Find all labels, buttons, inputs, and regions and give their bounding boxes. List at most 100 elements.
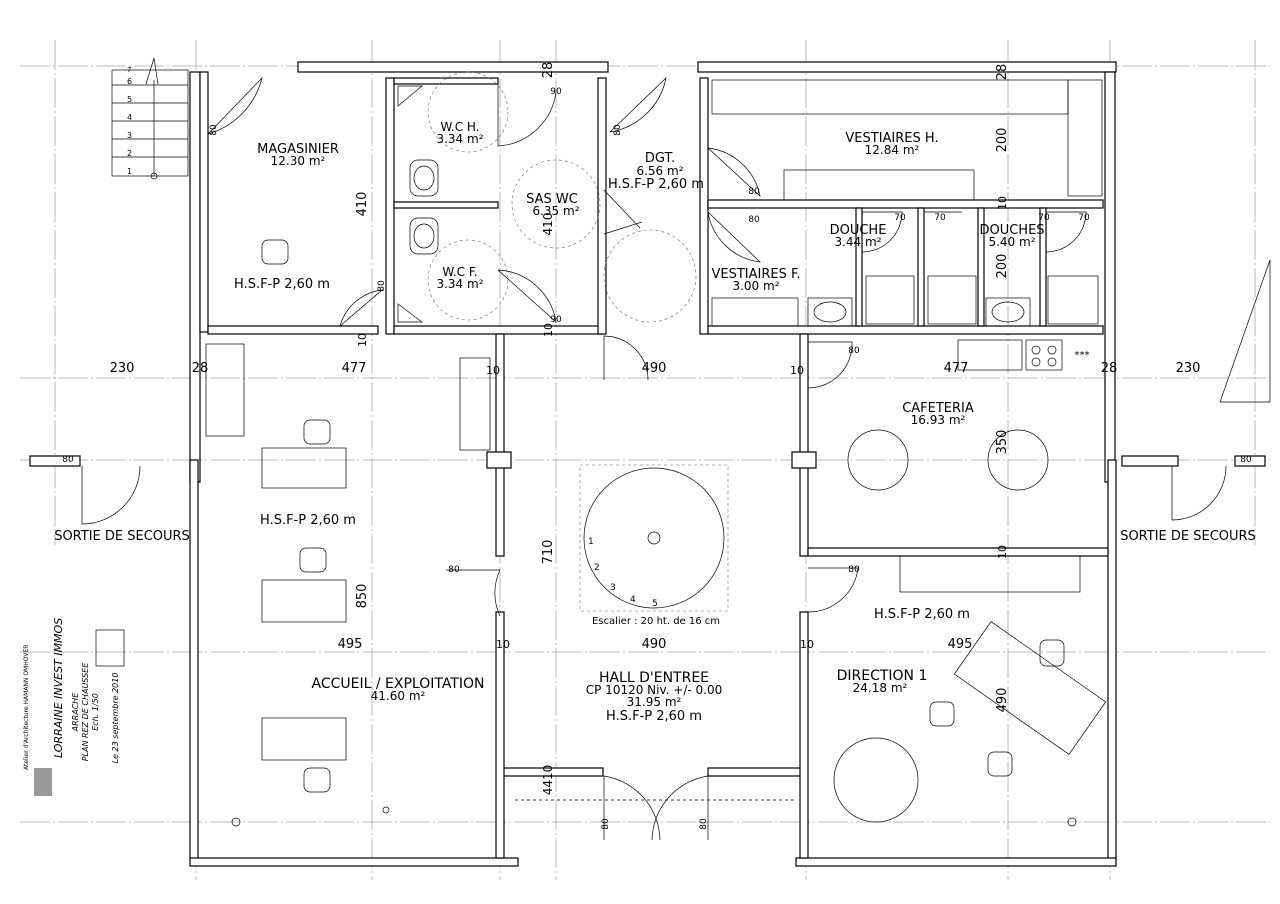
dim-v-4: 10 — [542, 323, 555, 337]
dim-v-1: 410 — [355, 192, 370, 217]
dim-v-6: 850 — [355, 584, 370, 609]
door-dim-80-i: 80 — [62, 455, 74, 465]
spiral-step-2: 2 — [594, 563, 600, 573]
dim-v-12: 350 — [995, 430, 1010, 455]
clearance-circles — [427, 71, 697, 323]
wc-f-name: W.C F. — [442, 265, 477, 279]
douches-name: DOUCHES — [979, 223, 1044, 238]
dim-row1-8: 230 — [1176, 361, 1201, 376]
dim-v-3: 410 — [541, 213, 555, 236]
door-dim-80-j: 80 — [1240, 455, 1252, 465]
dim-v-11: 200 — [995, 254, 1010, 279]
door-dim-80-a: 80 — [209, 124, 219, 136]
door-dim-90-a: 90 — [550, 87, 562, 97]
dim-row1-2: 477 — [342, 361, 367, 376]
furniture — [205, 239, 1107, 823]
titleblock-project: ARRACHE — [71, 692, 80, 733]
titleblock-company: Atelier d'Architecture HAMANN OMHOVER — [23, 645, 30, 770]
dim-row2-4: 495 — [948, 637, 973, 652]
dim-row1-3: 10 — [486, 364, 500, 377]
door-dim-80-c: 80 — [613, 124, 623, 136]
door-dim-80-e: 80 — [748, 215, 760, 225]
dim-v-5: 710 — [541, 540, 556, 565]
magasinier-hsfp: H.S.F-P 2,60 m — [234, 277, 330, 292]
magasinier-area: 12.30 m² — [271, 154, 326, 168]
spiral-step-4: 4 — [630, 595, 636, 605]
accueil-area: 41.60 m² — [371, 689, 426, 703]
douche-area: 3.44 m² — [834, 235, 881, 249]
wc-h-area: 3.34 m² — [436, 132, 483, 146]
douches-area: 5.40 m² — [988, 235, 1035, 249]
stair-step-4: 4 — [127, 113, 132, 122]
dim-row2-0: 495 — [338, 637, 363, 652]
exterior-stair: 1 2 3 4 5 6 7 — [111, 57, 189, 180]
spiral-step-1: 1 — [588, 537, 594, 547]
titleblock-drawing: PLAN REZ DE CHAUSSEE — [81, 662, 90, 762]
title-block: Atelier d'Architecture HAMANN OMHOVER LO… — [23, 618, 125, 796]
wc-f-area: 3.34 m² — [436, 277, 483, 291]
door-dim-80-h: 80 — [848, 565, 860, 575]
dim-v-9: 200 — [995, 128, 1010, 153]
direction-hsfp: H.S.F-P 2,60 m — [874, 607, 970, 622]
spiral-step-3: 3 — [610, 583, 616, 593]
vestiaires-h-name: VESTIAIRES H. — [845, 131, 938, 146]
door-dim-80-d: 80 — [748, 187, 760, 197]
dim-row2-3: 10 — [800, 638, 814, 651]
titleblock-date: Le 23 septembre 2010 — [111, 673, 120, 764]
stair-step-7: 7 — [127, 66, 131, 74]
dgt-name: DGT. — [645, 151, 675, 166]
interior-walls — [199, 71, 1109, 859]
door-dim-80-l: 80 — [699, 818, 709, 830]
dim-row1-1: 28 — [192, 361, 209, 376]
dim-row1-7: 28 — [1101, 361, 1118, 376]
room-labels: MAGASINIER 12.30 m² H.S.F-P 2,60 m W.C H… — [54, 120, 1256, 724]
titleblock-scale: Ech. 1/50 — [91, 693, 100, 731]
dim-v-10: 10 — [996, 196, 1009, 210]
vestiaires-f-name: VESTIAIRES F. — [711, 267, 800, 282]
spiral-staircase: 1 2 3 4 5 — [579, 464, 729, 612]
door-dim-70-d: 70 — [1078, 213, 1090, 223]
accueil-hsfp-1: H.S.F-P 2,60 m — [260, 513, 356, 528]
dim-row1-6: 477 — [944, 361, 969, 376]
stair-step-6: 6 — [127, 77, 132, 86]
exit-left-label: SORTIE DE SECOURS — [54, 529, 190, 544]
stair-step-5: 5 — [127, 95, 132, 104]
exit-right-label: SORTIE DE SECOURS — [1120, 529, 1256, 544]
dim-v-8: 28 — [995, 64, 1010, 81]
direction-name: DIRECTION 1 — [837, 668, 928, 684]
stair-step-3: 3 — [127, 131, 132, 140]
douche-name: DOUCHE — [830, 223, 887, 238]
accueil-name: ACCUEIL / EXPLOITATION — [312, 676, 485, 692]
direction-area: 24.18 m² — [853, 681, 908, 695]
exterior-walls — [29, 61, 1266, 867]
hall-name: HALL D'ENTREE — [599, 670, 709, 686]
hall-area: 31.95 m² — [627, 695, 682, 709]
dgt-area: 6.56 m² — [636, 164, 683, 178]
door-dim-90-b: 90 — [550, 315, 562, 325]
vestiaires-f-area: 3.00 m² — [732, 279, 779, 293]
hall-cp: CP 10120 Niv. +/- 0.00 — [586, 683, 723, 697]
door-dim-80-b: 80 — [377, 280, 387, 292]
cafeteria-name: CAFETERIA — [902, 401, 974, 416]
doors — [81, 76, 1227, 841]
vestiaires-h-area: 12.84 m² — [865, 143, 920, 157]
dim-row1-5: 10 — [790, 364, 804, 377]
hall-hsfp: H.S.F-P 2,60 m — [606, 709, 702, 724]
stair-step-2: 2 — [127, 149, 132, 158]
dim-v-7: 4410 — [541, 765, 555, 796]
sas-wc-area: 6.35 m² — [532, 204, 579, 218]
dim-row2-1: 10 — [496, 638, 510, 651]
dim-row2-2: 490 — [642, 637, 667, 652]
door-dim-70-b: 70 — [934, 213, 946, 223]
magasinier-name: MAGASINIER — [257, 142, 339, 157]
dim-v-14: 490 — [995, 688, 1010, 713]
wc-h-name: W.C H. — [440, 120, 479, 134]
door-dim-80-f: 80 — [848, 346, 860, 356]
dim-v-13: 10 — [996, 545, 1009, 559]
kitchen-mark: *** — [1075, 350, 1090, 361]
door-dim-80-k: 80 — [601, 818, 611, 830]
cafeteria-area: 16.93 m² — [911, 413, 966, 427]
dgt-hsfp: H.S.F-P 2,60 m — [608, 177, 704, 192]
lockers — [711, 79, 1103, 327]
